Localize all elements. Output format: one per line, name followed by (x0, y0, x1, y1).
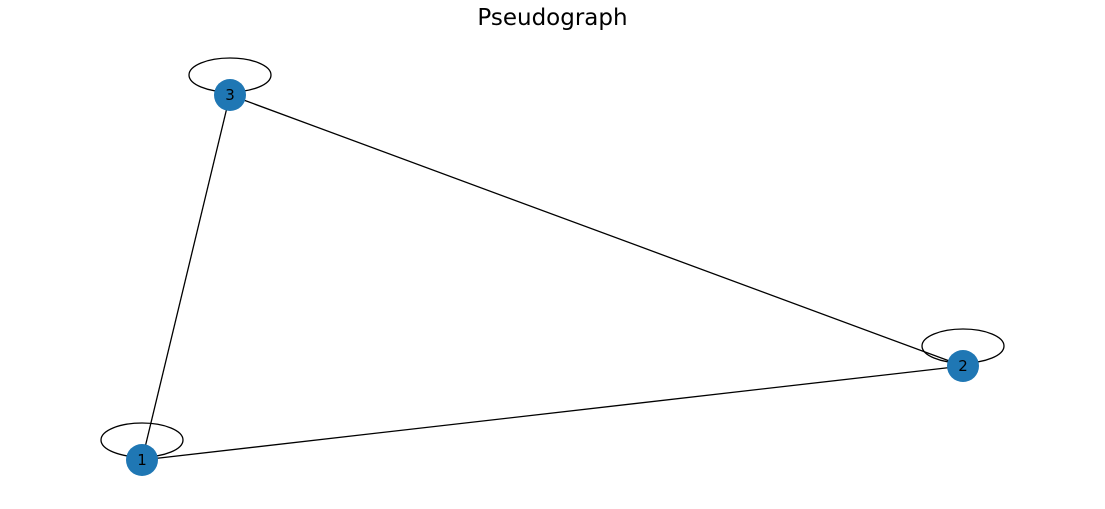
node-layer: 1 2 3 (126, 79, 979, 476)
node-circle-1 (126, 444, 158, 476)
node-3: 3 (214, 79, 246, 111)
edge-1-2 (141, 365, 964, 461)
node-circle-2 (947, 350, 979, 382)
node-1: 1 (126, 444, 158, 476)
figure-title: Pseudograph (477, 5, 628, 31)
node-label-3: 3 (225, 86, 235, 104)
node-circle-3 (214, 79, 246, 111)
node-2: 2 (947, 350, 979, 382)
edge-layer (100, 57, 1005, 461)
edge-3-2 (229, 94, 964, 367)
node-label-2: 2 (958, 357, 968, 375)
edge-1-3 (141, 94, 231, 461)
node-label-1: 1 (137, 451, 147, 469)
